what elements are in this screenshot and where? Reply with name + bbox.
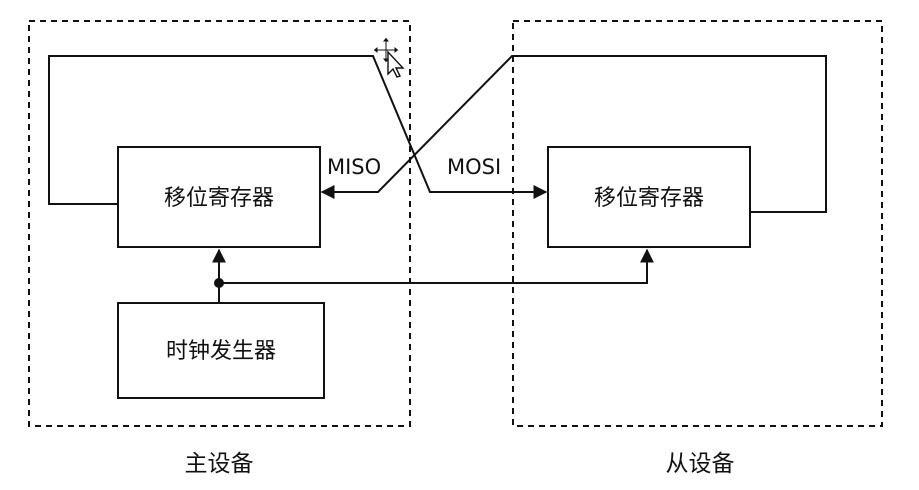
clock-generator-label: 时钟发生器 xyxy=(166,339,276,364)
master-shift-register-box xyxy=(117,146,321,248)
clock-junction-dot xyxy=(214,278,224,288)
slave-shift-register-box xyxy=(547,146,751,248)
miso-label: MISO xyxy=(327,155,381,179)
slave-shift-register-label: 移位寄存器 xyxy=(594,186,704,211)
slave-caption: 从设备 xyxy=(666,451,735,477)
miso-line xyxy=(320,55,827,213)
mosi-label: MOSI xyxy=(447,155,501,179)
slave-device-boundary xyxy=(512,20,883,427)
master-shift-register-label: 移位寄存器 xyxy=(164,186,274,211)
move-cursor-icon xyxy=(372,36,405,78)
clock-line-slave xyxy=(219,248,654,284)
mosi-line xyxy=(48,55,548,205)
master-device-boundary xyxy=(28,20,411,427)
clock-generator-box xyxy=(117,302,325,399)
master-caption: 主设备 xyxy=(185,451,254,477)
